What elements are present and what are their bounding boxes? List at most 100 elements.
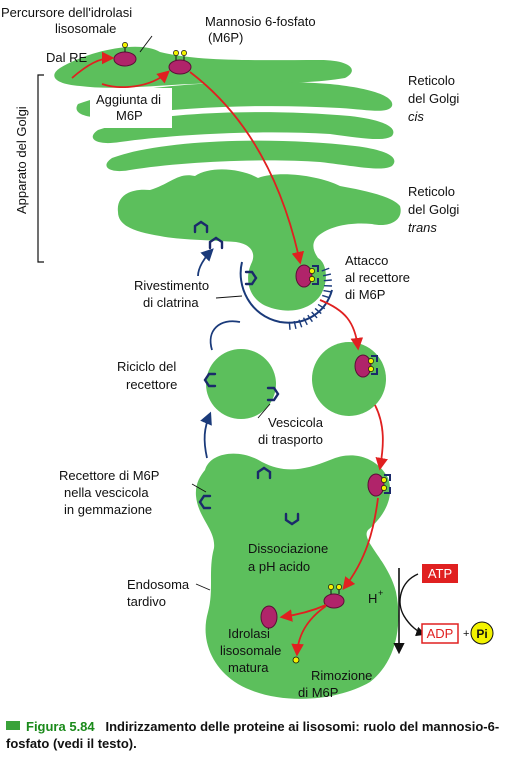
receptor-tgn-1 <box>193 220 209 234</box>
golgi-bracket <box>37 74 44 263</box>
clathrin-tooth <box>317 303 326 310</box>
hydrolase-bound-endosome <box>367 473 391 497</box>
label-late-endo-2: tardivo <box>127 594 166 609</box>
late-endosome <box>195 453 399 699</box>
arrow-vesicle-to-endosome <box>374 404 388 471</box>
label-transport-2: di trasporto <box>258 432 323 447</box>
clathrin-tooth <box>321 267 330 272</box>
clathrin-tooth <box>322 273 332 277</box>
clathrin-tooth <box>323 279 332 282</box>
pi-badge: Pi <box>470 621 494 645</box>
label-clathrin-1: Rivestimento <box>134 278 209 293</box>
label-trans-3: trans <box>408 220 437 235</box>
atp-label: ATP <box>428 566 452 581</box>
label-late-endo-1: Endosoma <box>127 577 190 592</box>
label-mature-1: Idrolasi <box>228 626 270 641</box>
clathrin-tooth <box>288 321 291 330</box>
clathrin-tooth <box>322 294 331 299</box>
clathrin-coat <box>239 261 333 330</box>
label-m6p-1: Mannosio 6-fosfato <box>205 14 316 29</box>
cisterna-4 <box>106 140 395 172</box>
clathrin-tooth <box>307 314 313 323</box>
label-add-m6p-2: M6P <box>116 108 143 123</box>
arrow-endosome-dissoc <box>342 497 379 590</box>
label-removal-1: Rimozione <box>311 668 372 683</box>
label-cis-1: Reticolo <box>408 73 455 88</box>
label-receptor-2: nella vescicola <box>64 485 149 500</box>
add-m6p-box <box>90 88 172 128</box>
label-mature-2: lisosomale <box>220 643 281 658</box>
hydrolase-precursor <box>113 42 137 67</box>
label-cis-3: cis <box>408 109 424 124</box>
arrow-recycling-up <box>200 411 212 459</box>
label-mature-3: matura <box>228 660 269 675</box>
label-receptor-3: in gemmazione <box>64 502 152 517</box>
arrow-tgn-return <box>197 248 214 277</box>
arrow-to-mature <box>279 604 327 622</box>
label-dissoc-2: a pH acido <box>248 559 310 574</box>
arrow-recycling-to-tgn <box>209 320 241 351</box>
label-cis-2: del Golgi <box>408 91 459 106</box>
arrow-bud-to-vesicle <box>319 299 364 351</box>
atp-badge: ATP <box>422 564 458 583</box>
label-attach-1: Attacco <box>345 253 388 268</box>
label-trans-1: Reticolo <box>408 184 455 199</box>
figure-caption: Figura 5.84 Indirizzamento delle protein… <box>6 718 506 752</box>
label-receptor-1: Recettore di M6P <box>59 468 159 483</box>
label-recycling-1: Riciclo del <box>117 359 176 374</box>
clathrin-tooth <box>302 317 308 326</box>
plus-sign: + <box>463 628 469 640</box>
clathrin-tooth <box>323 289 332 293</box>
caption-marker-icon <box>6 721 20 730</box>
label-trans-2: del Golgi <box>408 202 459 217</box>
clathrin-tooth <box>298 319 303 328</box>
label-clathrin-2: di clatrina <box>143 295 199 310</box>
receptor-recycle-1 <box>203 372 217 388</box>
label-m6p-2: (M6P) <box>208 30 243 45</box>
golgi-lysosome-diagram: Apparato del Golgi <box>1 5 494 700</box>
leader-lines <box>139 35 271 591</box>
label-dissoc-1: Dissociazione <box>248 541 328 556</box>
arrow-add-m6p <box>101 70 170 89</box>
recycling-vesicle <box>206 349 276 419</box>
label-from-er: Dal RE <box>46 50 88 65</box>
label-attach-3: di M6P <box>345 287 385 302</box>
label-add-m6p-1: Aggiunta di <box>96 92 161 107</box>
arrow-from-er <box>71 51 115 79</box>
receptor-endo-1 <box>256 466 272 480</box>
label-precursor-2: lisosomale <box>55 21 116 36</box>
golgi-trans-network <box>117 169 401 311</box>
transport-arrows <box>71 51 388 657</box>
hydrolase-bound-bud <box>295 264 319 288</box>
hydrolase-mature <box>260 605 278 629</box>
clathrin-tooth <box>293 320 297 330</box>
proton-pump <box>393 568 426 655</box>
golgi-apparatus-label: Apparato del Golgi <box>14 106 29 214</box>
caption-text: Indirizzamento delle proteine ai lisosom… <box>6 719 500 751</box>
receptor-tgn-2 <box>208 236 224 250</box>
transport-vesicle <box>312 342 386 416</box>
arrow-to-tgn <box>189 71 305 265</box>
caption-figure-number: Figura 5.84 <box>26 719 95 734</box>
m6p-receptors <box>193 220 300 526</box>
clathrin-tooth <box>311 311 318 319</box>
hydrolase-dissociating <box>323 584 345 609</box>
clathrin-tooth <box>314 307 322 315</box>
label-removal-2: di M6P <box>298 685 338 700</box>
hydrolase-bound-vesicle <box>354 354 378 378</box>
adp-badge: ADP <box>421 623 459 644</box>
label-attach-2: al recettore <box>345 270 410 285</box>
label-proton: H <box>368 591 377 606</box>
label-recycling-2: recettore <box>126 377 177 392</box>
receptor-recycle-2 <box>266 386 280 402</box>
adp-label: ADP <box>427 626 454 641</box>
arrow-m6p-removal <box>291 605 327 657</box>
free-m6p <box>292 656 300 664</box>
receptor-endo-3 <box>284 512 300 526</box>
pi-label: Pi <box>476 627 487 641</box>
receptor-endo-2 <box>198 494 212 510</box>
label-proton-sup: + <box>378 588 383 598</box>
label-transport-1: Vescicola <box>268 415 324 430</box>
hydrolase-m6p-tagged <box>168 50 192 75</box>
receptor-bud-1 <box>244 270 258 286</box>
